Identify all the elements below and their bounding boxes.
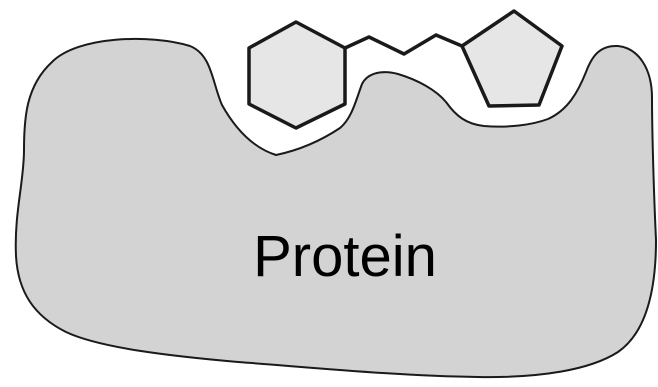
hexagon-ring	[247, 20, 347, 130]
pentagon-ring	[460, 9, 564, 108]
protein-label: Protein	[253, 224, 437, 289]
protein-shape	[14, 37, 658, 379]
linker-chain	[344, 33, 463, 56]
